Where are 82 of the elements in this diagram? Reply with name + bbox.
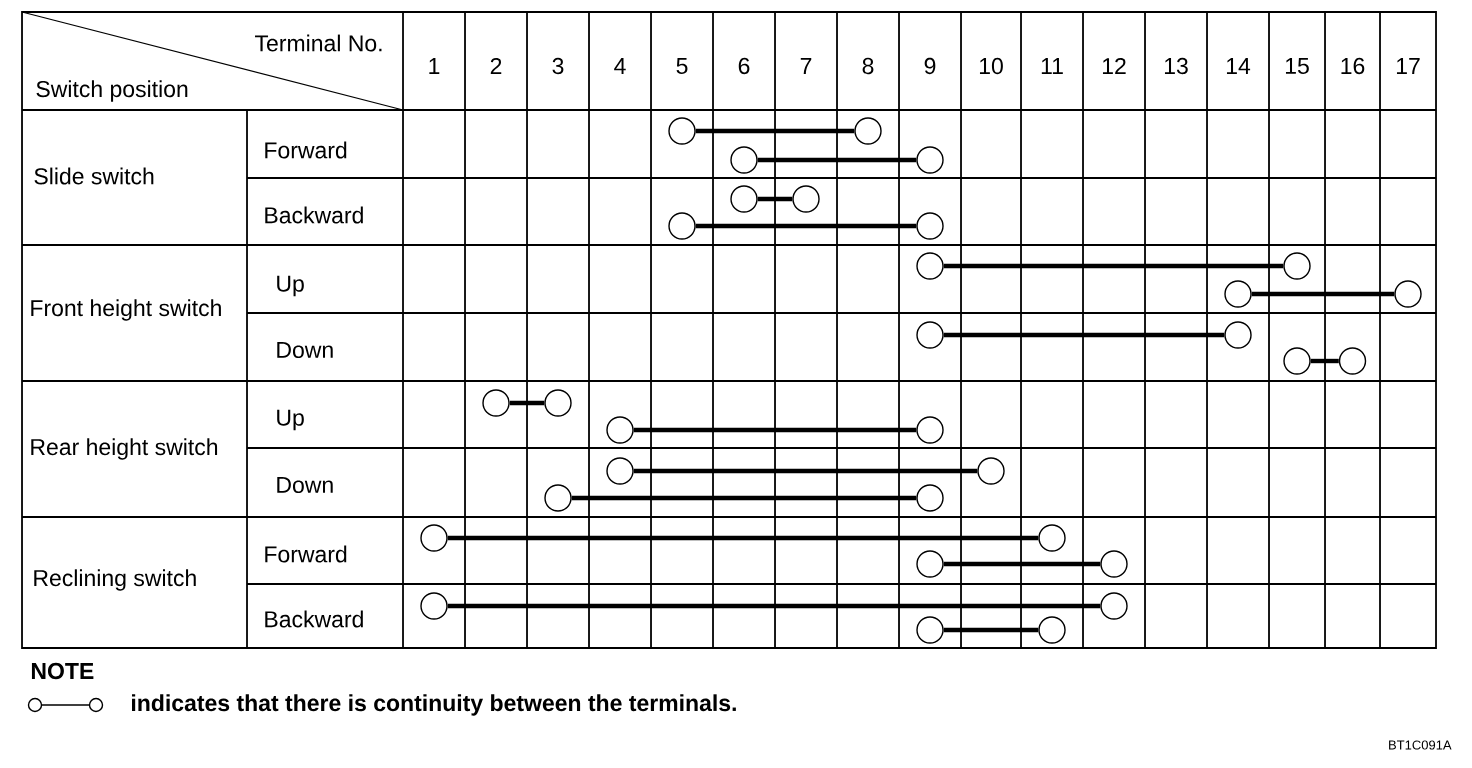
terminal-number: 7 — [800, 58, 812, 74]
terminal-circle — [977, 457, 1005, 485]
terminal-circle — [1283, 347, 1311, 375]
terminal-circle — [1394, 280, 1422, 308]
terminal-number: 2 — [490, 58, 502, 75]
switch-position: Down — [277, 342, 333, 359]
terminal-circle — [668, 212, 696, 240]
continuity-line — [509, 400, 545, 406]
switch-name: Slide switch — [34, 167, 154, 185]
terminal-number: 15 — [1286, 58, 1309, 75]
note-heading: NOTE — [31, 662, 94, 680]
continuity-line — [695, 128, 855, 134]
continuity-line — [757, 157, 917, 163]
continuity-line — [447, 603, 1101, 609]
terminal-circle — [916, 146, 944, 174]
continuity-line — [943, 561, 1101, 567]
terminal-circle — [606, 457, 634, 485]
terminal-circle — [792, 185, 820, 213]
terminal-circle — [1038, 524, 1066, 552]
continuity-line — [695, 223, 917, 229]
switch-position: Backward — [265, 610, 363, 628]
terminal-number: 6 — [738, 57, 750, 75]
terminal-number: 12 — [1102, 58, 1126, 75]
terminal-number: 17 — [1397, 58, 1420, 74]
terminal-circle — [854, 117, 882, 145]
terminal-circle — [916, 416, 944, 444]
continuity-line — [447, 535, 1039, 541]
figure-code: BT1C091A — [1389, 740, 1452, 750]
switch-position: Up — [277, 409, 304, 431]
switch-name: Reclining switch — [34, 569, 196, 591]
continuity-line — [571, 495, 917, 501]
terminal-number: 5 — [676, 58, 688, 75]
continuity-line — [757, 196, 793, 202]
terminal-circle — [1338, 347, 1367, 375]
terminal-circle — [916, 484, 944, 512]
terminal-circle — [916, 252, 944, 280]
legend-text: indicates that there is continuity between the terminals. — [132, 694, 736, 716]
terminal-circle — [1100, 550, 1128, 578]
continuity-line — [633, 427, 917, 433]
terminal-number: 10 — [979, 57, 1003, 75]
switch-position: Forward — [265, 545, 347, 563]
continuity-line — [1310, 358, 1339, 364]
terminal-circle — [1038, 616, 1066, 644]
terminal-number: 14 — [1226, 58, 1251, 74]
switch-name: Front height switch — [31, 299, 221, 321]
terminal-circle — [544, 389, 572, 417]
terminal-circle — [730, 185, 758, 213]
terminal-circle — [420, 524, 448, 552]
terminal-circle — [668, 117, 696, 145]
switch-name: Rear height switch — [31, 438, 218, 460]
continuity-line — [943, 332, 1225, 338]
terminal-circle — [1224, 280, 1252, 308]
continuity-line — [1251, 291, 1395, 297]
continuity-line — [633, 468, 978, 474]
switch-position: Forward — [265, 141, 347, 159]
switch-position: Backward — [265, 206, 363, 224]
terminal-number: 4 — [614, 58, 626, 74]
terminal-circle — [916, 321, 944, 349]
terminal-circle — [916, 550, 944, 578]
terminal-number: 11 — [1041, 58, 1063, 74]
column-header: Terminal No. — [255, 34, 382, 52]
terminal-circle — [916, 212, 944, 240]
terminal-number: 1 — [429, 58, 440, 74]
row-header: Switch position — [36, 80, 188, 102]
switch-position: Down — [277, 477, 333, 494]
terminal-number: 3 — [552, 57, 564, 75]
continuity-line — [943, 627, 1039, 633]
terminal-number: 8 — [862, 57, 874, 75]
terminal-circle — [730, 146, 758, 174]
terminal-circle — [606, 416, 634, 444]
switch-position: Up — [277, 275, 304, 297]
terminal-circle — [1283, 252, 1311, 280]
terminal-circle — [916, 616, 944, 644]
terminal-number: 9 — [924, 57, 936, 75]
terminal-circle — [482, 389, 510, 417]
terminal-circle — [420, 592, 448, 620]
terminal-number: 13 — [1165, 57, 1188, 75]
terminal-number: 16 — [1341, 57, 1365, 75]
terminal-circle — [544, 484, 572, 512]
terminal-circle — [1100, 592, 1128, 620]
continuity-line — [943, 263, 1284, 269]
terminal-circle — [1224, 321, 1252, 349]
